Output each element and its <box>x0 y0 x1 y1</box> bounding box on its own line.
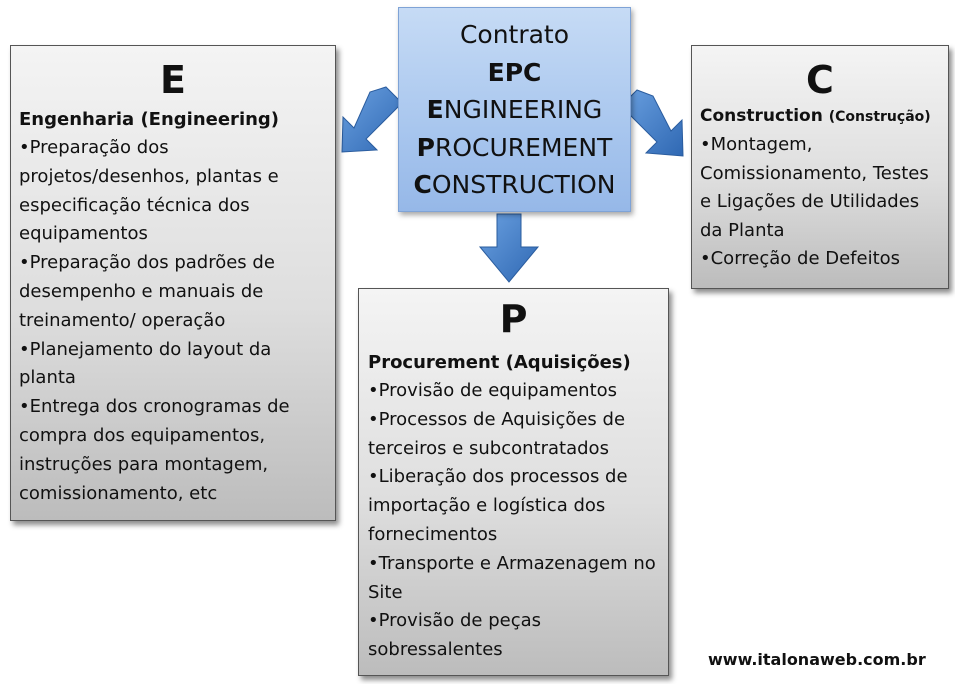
contract-epc-box: Contrato EPC ENGINEERING PROCUREMENT CON… <box>398 7 631 212</box>
construction-heading: Construction (Construção) <box>700 106 931 126</box>
construction-box: C Construction (Construção) •Montagem, C… <box>691 45 949 289</box>
engineering-heading: Engenharia (Engineering) <box>19 109 280 130</box>
contract-title: Contrato <box>459 20 570 49</box>
arrow-to-procurement <box>478 213 540 283</box>
procurement-letter: P <box>499 297 528 341</box>
list-item: •Preparação dos padrões de desempenho e … <box>19 252 275 331</box>
procurement-line: PROCUREMENT <box>416 132 613 162</box>
procurement-list: •Provisão de equipamentos •Processos de … <box>368 377 659 665</box>
construction-line: CONSTRUCTION <box>413 170 616 199</box>
list-item: •Transporte e Armazenagem no Site <box>368 552 656 603</box>
list-item: •Preparação dos projetos/desenhos, plant… <box>19 137 279 245</box>
list-item: •Montagem, Comissionamento, Testes e Lig… <box>700 134 929 241</box>
procurement-box: P Procurement (Aquisições) •Provisão de … <box>358 288 669 676</box>
engineering-letter: E <box>160 58 186 102</box>
list-item: •Entrega dos cronogramas de compra dos e… <box>19 396 290 504</box>
list-item: •Provisão de equipamentos <box>368 380 618 401</box>
epc-title: EPC <box>487 57 542 87</box>
engineering-box: E Engenharia (Engineering) •Preparação d… <box>10 45 336 521</box>
list-item: •Correção de Defeitos <box>700 248 901 269</box>
engineering-list: •Preparação dos projetos/desenhos, plant… <box>19 134 327 508</box>
list-item: •Provisão de peças sobressalentes <box>368 610 541 661</box>
arrow-to-engineering <box>341 86 403 153</box>
list-item: •Planejamento do layout da planta <box>19 338 272 389</box>
website-url: www.italonaweb.com.br <box>708 650 926 669</box>
construction-list: •Montagem, Comissionamento, Testes e Lig… <box>700 131 940 274</box>
list-item: •Processos de Aquisições de terceiros e … <box>368 408 626 459</box>
list-item: •Liberação dos processos de importação e… <box>368 466 628 545</box>
construction-letter: C <box>806 58 834 102</box>
arrow-to-construction <box>620 89 684 157</box>
procurement-heading: Procurement (Aquisições) <box>368 352 631 373</box>
engineering-line: ENGINEERING <box>426 95 603 124</box>
